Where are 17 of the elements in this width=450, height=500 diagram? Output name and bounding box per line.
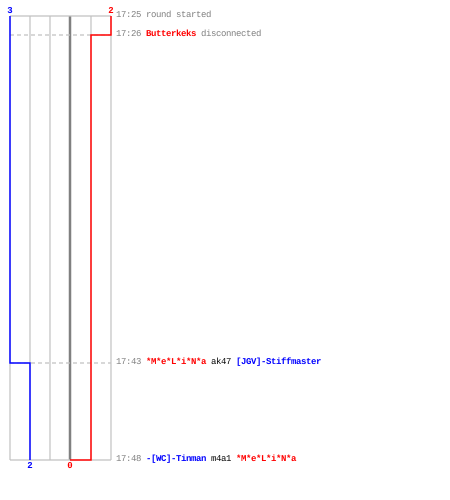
event-text: disconnected bbox=[201, 29, 262, 40]
player-name: -[WC]-Tinman bbox=[146, 454, 206, 465]
value-label: 2 bbox=[26, 462, 34, 471]
time-label: 17:43 bbox=[116, 357, 142, 368]
value-label: 0 bbox=[66, 462, 74, 471]
player-name: *M*e*L*i*N*a bbox=[146, 357, 206, 368]
time-label: 17:26 bbox=[116, 29, 142, 40]
event-text: round started bbox=[146, 10, 212, 21]
player-name: [JGV]-Stiffmaster bbox=[236, 357, 322, 368]
value-label: 3 bbox=[6, 7, 14, 16]
time-label: 17:25 bbox=[116, 10, 142, 21]
player-name: Butterkeks bbox=[146, 29, 196, 40]
value-label: 2 bbox=[107, 7, 115, 16]
time-label: 17:48 bbox=[116, 454, 142, 465]
weapon-name: ak47 bbox=[211, 357, 232, 368]
player-name: *M*e*L*i*N*a bbox=[236, 454, 296, 465]
weapon-name: m4a1 bbox=[211, 454, 232, 465]
